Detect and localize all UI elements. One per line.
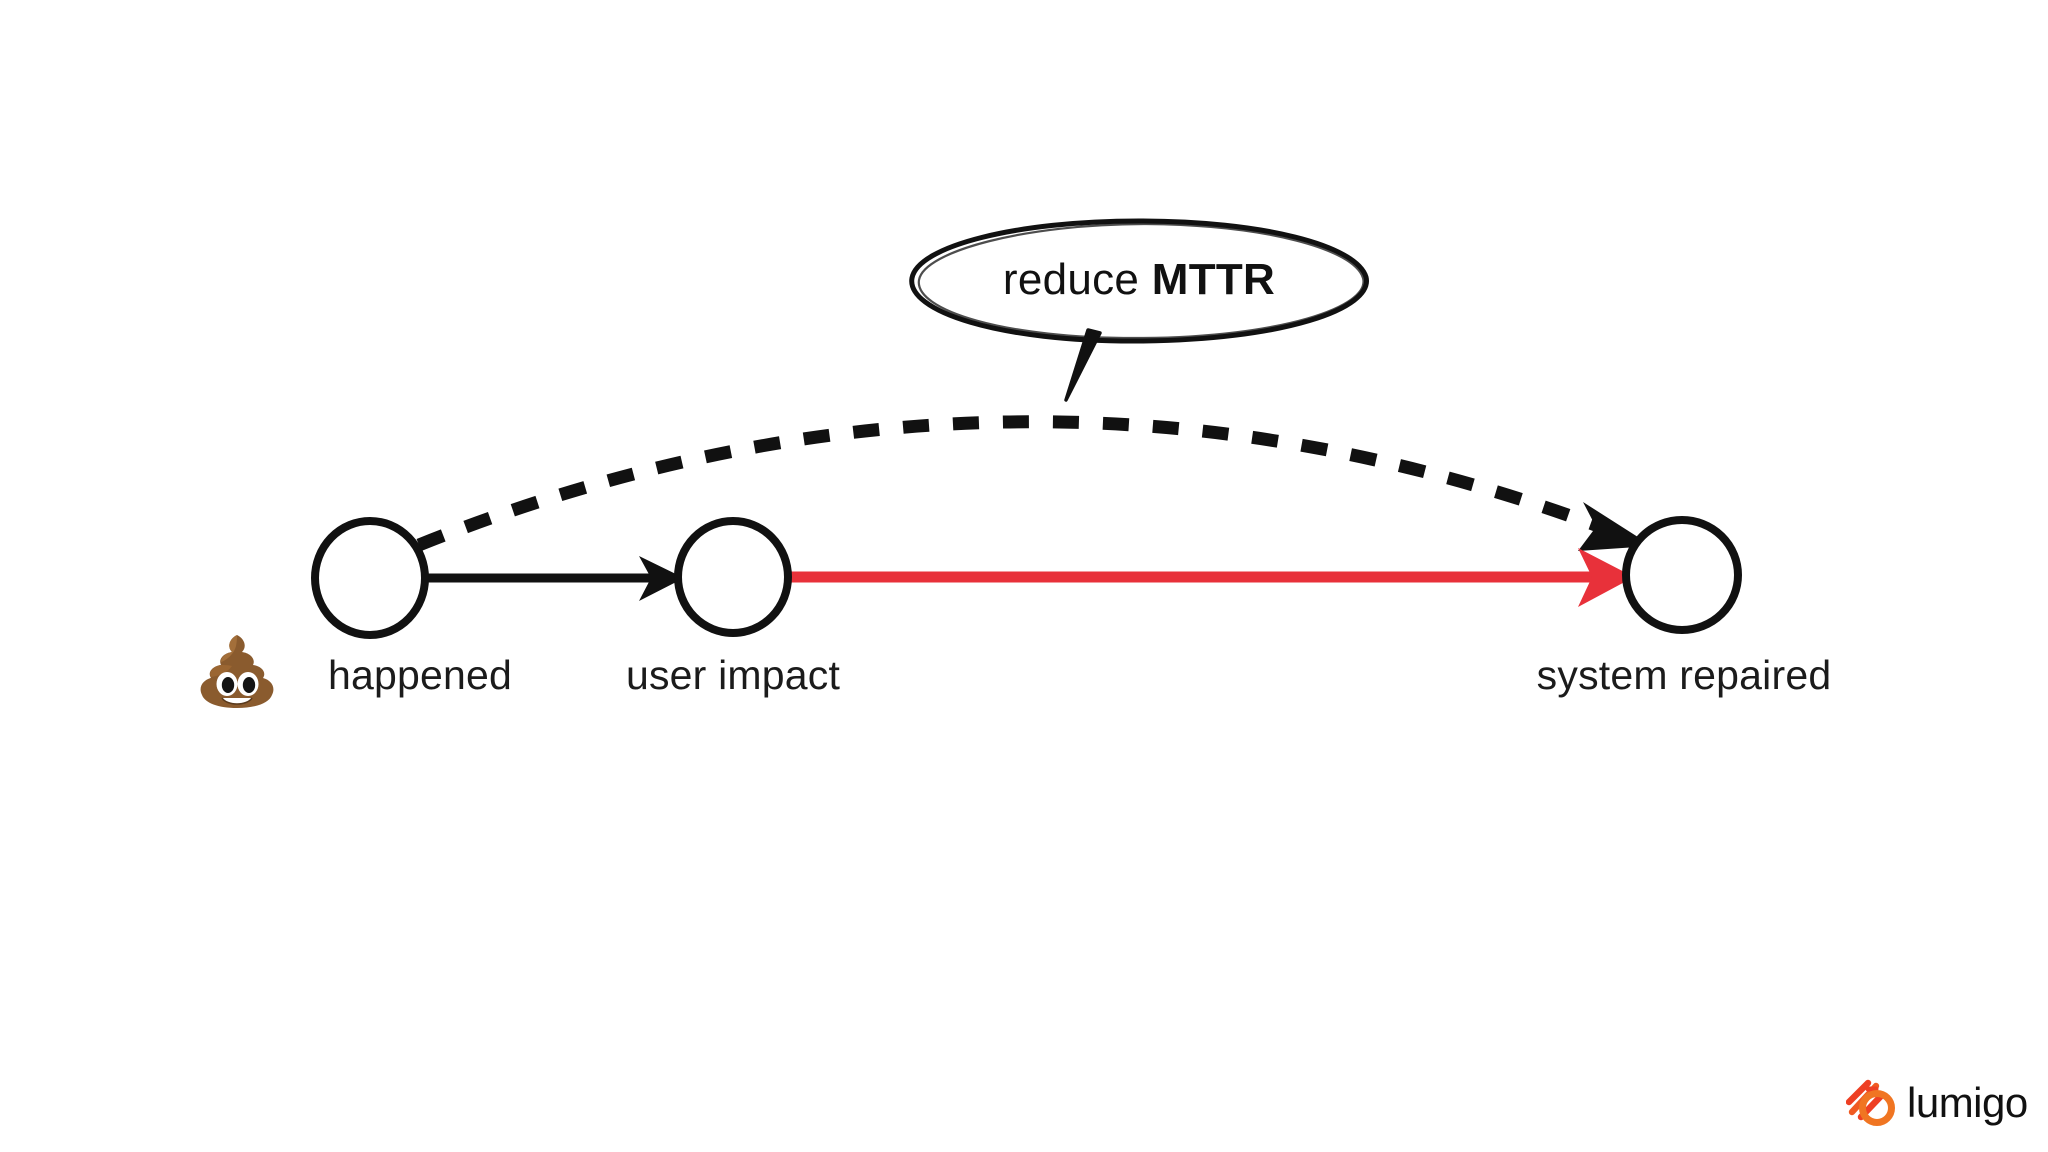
node-label-system-repaired: system repaired — [1536, 652, 1832, 698]
mttr-callout-bubble — [909, 218, 1369, 402]
pile-of-poo-emoji-icon — [196, 632, 278, 714]
node-label-user-impact: user impact — [625, 652, 841, 698]
edge-user-impact-to-system-repaired — [789, 548, 1634, 607]
lumigo-wordmark: lumigo — [1907, 1079, 2028, 1126]
arrowhead-red-icon — [1578, 548, 1634, 607]
lumigo-logo: lumigo — [1846, 1072, 2028, 1134]
arrowhead-mttr-icon — [1578, 502, 1652, 551]
node-happened[interactable] — [311, 517, 429, 639]
callout-lead-text: reduce — [1002, 255, 1152, 304]
node-user-impact[interactable] — [674, 517, 792, 637]
edge-mttr-arc — [416, 415, 1652, 552]
arrowhead-black-icon — [639, 556, 684, 601]
bubble-tail-icon — [1064, 328, 1102, 402]
lumigo-comet-icon — [1846, 1079, 1895, 1126]
mttr-callout-text: reduce MTTR — [1003, 258, 1275, 302]
node-system-repaired[interactable] — [1622, 516, 1742, 634]
callout-emphasis-text: MTTR — [1151, 255, 1276, 304]
node-label-happened: happened — [327, 652, 513, 698]
edge-happened-to-user-impact — [424, 556, 684, 601]
